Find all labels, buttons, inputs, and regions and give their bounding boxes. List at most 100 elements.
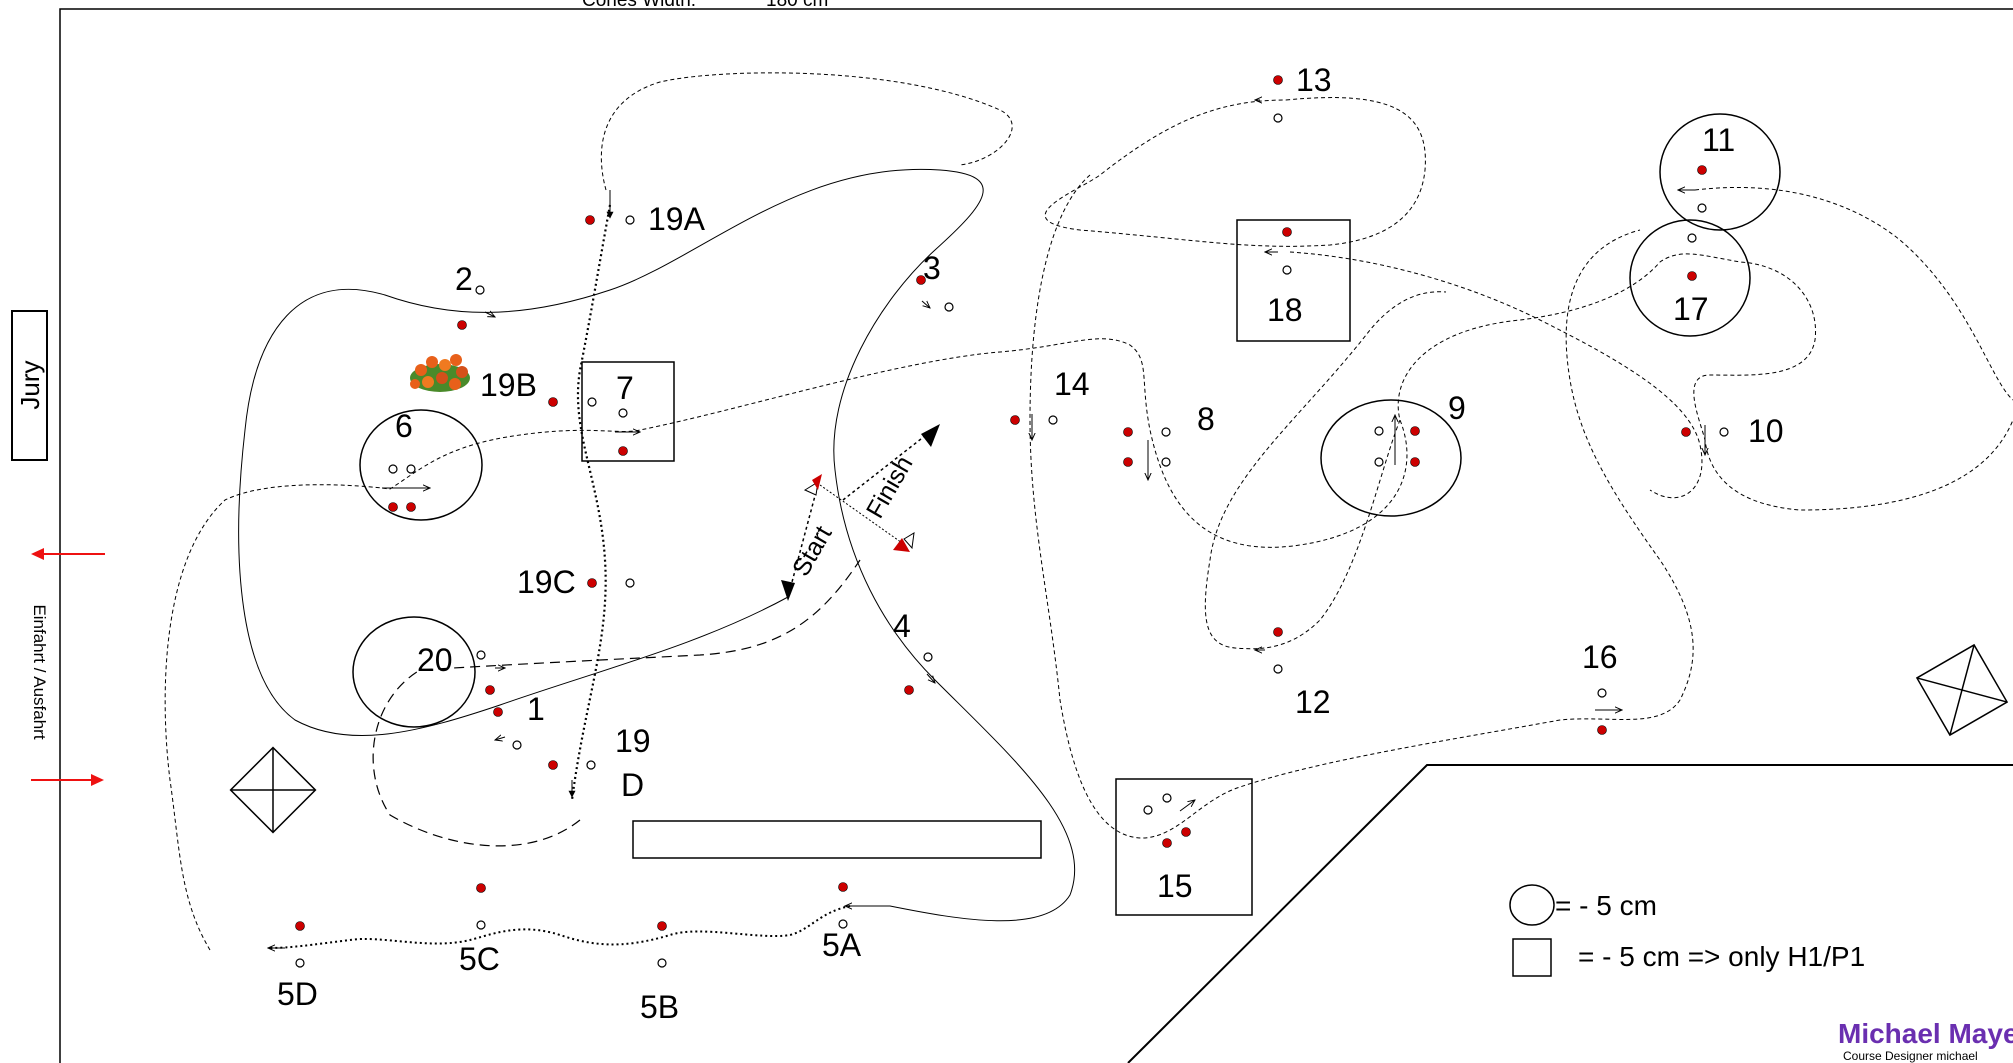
zone-circle-17 — [1629, 219, 1751, 337]
arena-corner-line — [1127, 764, 2013, 1063]
white-cone-15 — [1162, 793, 1172, 803]
white-cone-5a — [838, 919, 848, 929]
red-cone-20 — [485, 685, 495, 695]
start-label: Start — [787, 521, 838, 581]
red-cone-11 — [1697, 165, 1707, 175]
bridge-obstacle — [632, 820, 1042, 859]
white-cone-20 — [476, 650, 486, 660]
red-cone-14 — [1010, 415, 1020, 425]
obstacle-label-19a: 19A — [648, 201, 706, 237]
white-cone-14 — [1048, 415, 1058, 425]
white-cone-19a — [625, 215, 635, 225]
flower-decoration — [410, 354, 470, 392]
red-cone-16 — [1597, 725, 1607, 735]
white-cone-15 — [1143, 805, 1153, 815]
obstacle-label-3: 3 — [923, 250, 941, 286]
red-cone-8 — [1123, 427, 1133, 437]
obstacle-label-5c: 5C — [459, 941, 500, 977]
cones-width-value: 180 cm — [766, 0, 828, 11]
designer-logo: Michael Maye — [1838, 1018, 2013, 1049]
white-cone-5b — [657, 958, 667, 968]
white-cone-4 — [923, 652, 933, 662]
jury-box — [11, 310, 48, 461]
white-cone-19c — [625, 578, 635, 588]
red-cone-4 — [904, 685, 914, 695]
white-cone-5d — [295, 958, 305, 968]
white-cone-6 — [388, 464, 398, 474]
legend-circle-icon — [1509, 884, 1555, 926]
zone-circle-9 — [1320, 399, 1462, 517]
white-cone-17 — [1687, 233, 1697, 243]
obstacle-label-18: 18 — [1267, 292, 1303, 328]
red-cone-7 — [618, 446, 628, 456]
finish-label: Finish — [861, 451, 919, 523]
red-cone-15 — [1181, 827, 1191, 837]
red-cone-10 — [1681, 427, 1691, 437]
obstacle-label-19: 19 — [615, 723, 651, 759]
zone-square-7 — [581, 361, 675, 462]
white-cone-18 — [1282, 265, 1292, 275]
white-cone-3 — [944, 302, 954, 312]
red-cone-9 — [1410, 457, 1420, 467]
jury-label: Jury — [15, 360, 45, 409]
white-cone-2 — [475, 285, 485, 295]
obstacle-label-1: 1 — [527, 691, 545, 727]
zone-circle-6 — [359, 409, 483, 521]
legend-circle-text: = - 5 cm — [1555, 890, 1657, 921]
obstacle-label-10: 10 — [1748, 413, 1784, 449]
white-cone-8 — [1161, 457, 1171, 467]
red-cone-3 — [916, 275, 926, 285]
legend-square-icon — [1512, 938, 1552, 977]
legend-square-text: = - 5 cm => only H1/P1 — [1578, 941, 1865, 972]
designer-title: Course Designer michael — [1843, 1049, 1978, 1063]
obstacle-label-5a: 5A — [822, 927, 862, 963]
red-cone-6 — [388, 502, 398, 512]
obstacle-label-9: 9 — [1448, 390, 1466, 426]
red-cone-2 — [457, 320, 467, 330]
red-cone-5b — [657, 921, 667, 931]
obstacle-label-17: 17 — [1673, 291, 1709, 327]
obstacle-label-5b: 5B — [640, 989, 679, 1025]
red-cone-5d — [295, 921, 305, 931]
obstacle-label-14: 14 — [1054, 366, 1090, 402]
white-cone-7 — [618, 408, 628, 418]
start-finish — [781, 424, 940, 601]
red-cone-19b — [548, 397, 558, 407]
legend: = - 5 cm = - 5 cm => only H1/P1 — [1509, 884, 1865, 977]
white-cone-10 — [1719, 427, 1729, 437]
course-routes — [164, 72, 2013, 950]
white-cone-5c — [476, 920, 486, 930]
red-cone-9 — [1410, 426, 1420, 436]
entry-exit-label: Einfahrt / Ausfahrt — [30, 604, 49, 739]
obstacle-label-5d: 5D — [277, 976, 318, 1012]
white-cone-8 — [1161, 427, 1171, 437]
cones — [295, 75, 1729, 968]
white-cone-12 — [1273, 664, 1283, 674]
zone-square-18 — [1236, 219, 1351, 342]
obstacle-label-19b: 19B — [480, 367, 537, 403]
red-cone-18 — [1282, 227, 1292, 237]
red-cone-19a — [585, 215, 595, 225]
white-cone-7 — [587, 397, 597, 407]
obstacle-label-12: 12 — [1295, 684, 1331, 720]
zone-square-15 — [1115, 778, 1253, 916]
crossed-boxes — [229, 643, 2009, 834]
red-cone-15 — [1162, 838, 1172, 848]
white-cone-1 — [512, 740, 522, 750]
direction-arrows — [382, 252, 1705, 683]
zones — [352, 113, 1781, 916]
white-cone-11 — [1697, 203, 1707, 213]
arena-border — [59, 8, 2013, 1063]
obstacle-label-20: 20 — [417, 642, 453, 678]
red-cone-5c — [476, 883, 486, 893]
obstacle-label-8: 8 — [1197, 401, 1215, 437]
red-cone-1 — [493, 707, 503, 717]
red-cone-17 — [1687, 271, 1697, 281]
white-cone-16 — [1597, 688, 1607, 698]
obstacle-label-16: 16 — [1582, 639, 1618, 675]
obstacle-labels: 1 2 3 4 5A 5B 5C 5D 6 7 8 9 10 11 12 13 … — [277, 62, 1784, 1025]
red-cone-19 — [548, 760, 558, 770]
obstacle-label-6: 6 — [395, 408, 413, 444]
cones-width-label: Cones Width: — [582, 0, 696, 11]
red-cone-19c — [587, 578, 597, 588]
